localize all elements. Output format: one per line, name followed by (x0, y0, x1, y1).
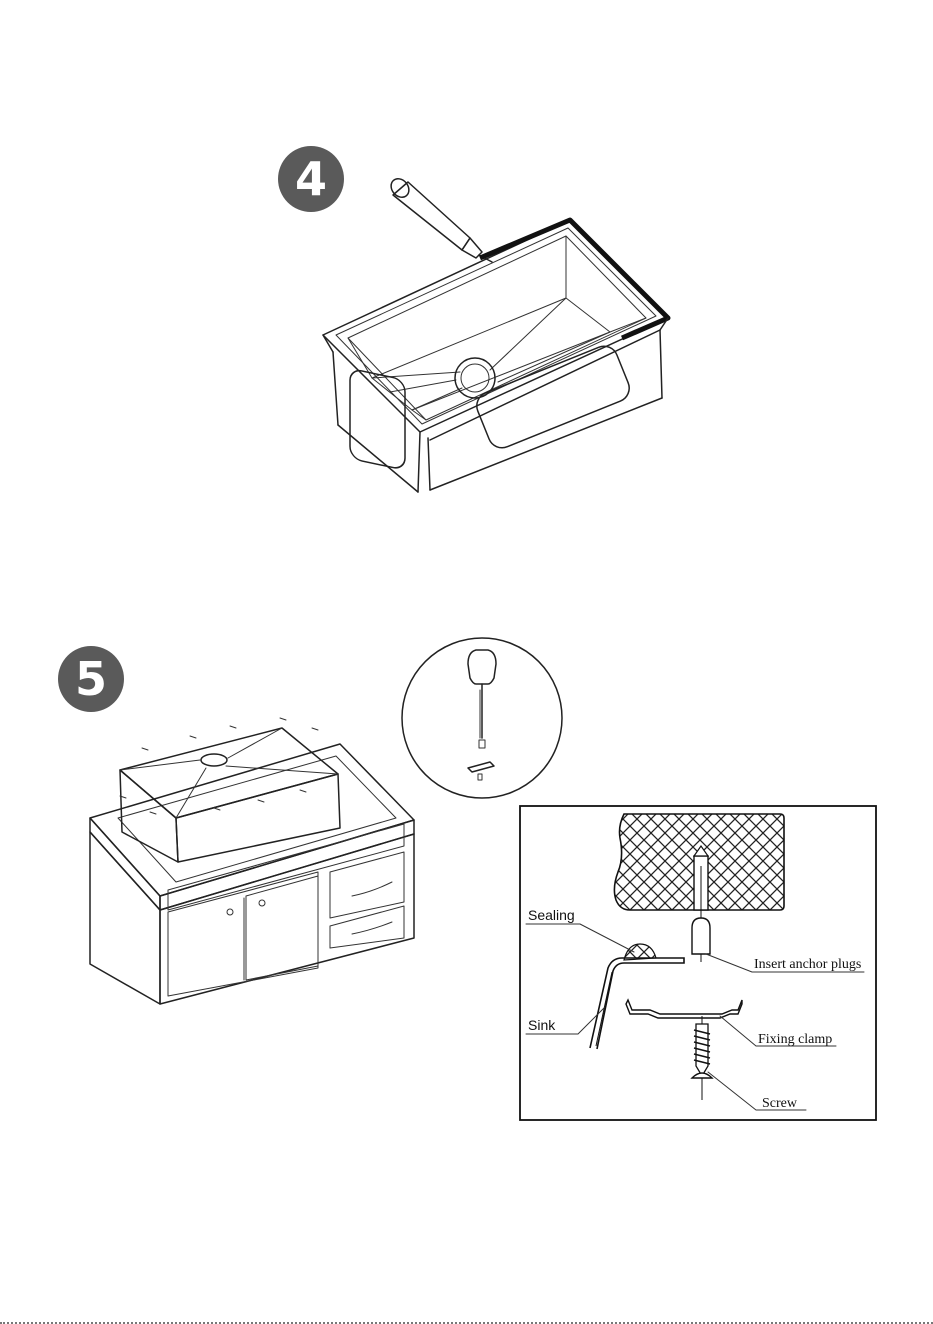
anchor-plug (692, 918, 710, 954)
label-screw: Screw (762, 1096, 798, 1111)
label-fixing-clamp: Fixing clamp (758, 1032, 832, 1047)
label-sealing: Sealing (528, 907, 575, 923)
label-sink: Sink (528, 1017, 556, 1033)
label-insert-anchor-plugs: Insert anchor plugs (754, 957, 861, 972)
page-bottom-border (0, 1318, 933, 1324)
